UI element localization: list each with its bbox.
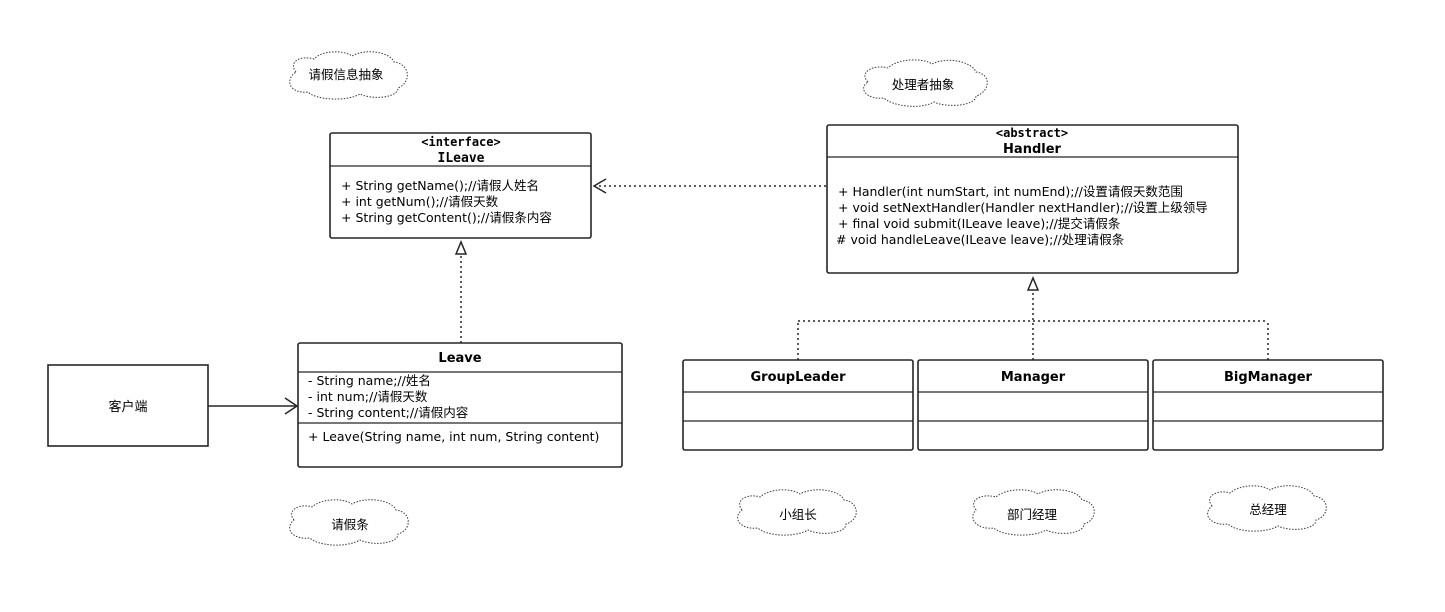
note-manager: 部门经理	[972, 489, 1095, 536]
class-field: - int num;//请假天数	[308, 389, 428, 404]
class-method: + Handler(int numStart, int numEnd);//设置…	[838, 184, 1183, 199]
note-text: 部门经理	[1007, 507, 1058, 522]
class-name: ILeave	[438, 151, 485, 166]
class-method: + int getNum();//请假天数	[341, 194, 499, 209]
realization-leave-ileave	[454, 240, 468, 343]
class-ileave: <interface> ILeave + String getName();//…	[329, 132, 592, 239]
class-method: # void handleLeave(ILeave leave);//处理请假条	[836, 232, 1125, 247]
client-label: 客户端	[108, 399, 147, 415]
association-client-leave	[208, 397, 299, 415]
class-group-leader: GroupLeader	[682, 359, 914, 451]
class-big-manager: BigManager	[1152, 359, 1384, 451]
generalization-subclasses-handler	[797, 276, 1269, 360]
class-stereotype: <interface>	[421, 135, 500, 149]
class-name: BigManager	[1224, 370, 1313, 385]
class-field: - String content;//请假内容	[308, 405, 468, 420]
class-stereotype: <abstract>	[996, 126, 1068, 140]
note-text: 请假信息抽象	[308, 67, 383, 82]
class-name: Handler	[1003, 142, 1061, 157]
note-text: 小组长	[779, 507, 817, 522]
class-manager: Manager	[917, 359, 1149, 451]
client-box: 客户端	[47, 364, 209, 447]
note-leave-slip: 请假条	[289, 499, 409, 546]
note-big-manager: 总经理	[1207, 485, 1327, 532]
class-handler: <abstract> Handler + Handler(int numStar…	[826, 124, 1239, 274]
note-text: 请假条	[331, 517, 369, 532]
note-group-leader: 小组长	[737, 489, 857, 536]
class-name: GroupLeader	[751, 370, 847, 385]
class-method: + Leave(String name, int num, String con…	[308, 429, 599, 444]
note-handler-abstract: 处理者抽象	[863, 59, 988, 107]
note-text: 处理者抽象	[892, 77, 955, 92]
class-method: + String getContent();//请假条内容	[341, 210, 552, 225]
class-method: + String getName();//请假人姓名	[341, 178, 539, 193]
class-leave: Leave - String name;//姓名 - int num;//请假天…	[297, 342, 623, 468]
class-name: Manager	[1001, 370, 1066, 385]
note-text: 总经理	[1249, 502, 1287, 517]
note-leave-info-abstract: 请假信息抽象	[289, 51, 408, 100]
class-field: - String name;//姓名	[308, 373, 431, 388]
class-method: + void setNextHandler(Handler nextHandle…	[838, 200, 1208, 215]
dependency-handler-ileave	[592, 178, 826, 194]
class-name: Leave	[438, 351, 481, 366]
class-method: + final void submit(ILeave leave);//提交请假…	[838, 216, 1121, 231]
